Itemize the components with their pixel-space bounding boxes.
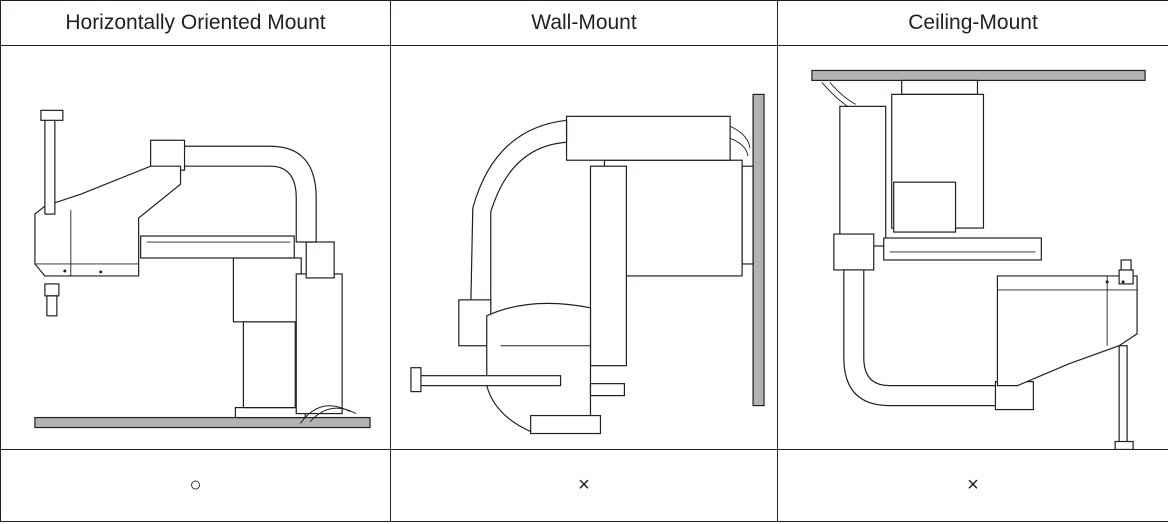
ceiling-mount-cell	[777, 45, 1168, 450]
wall-mount-support-mark: ×	[390, 449, 778, 522]
horizontal-mount-cell	[0, 45, 391, 450]
horizontal-mount-robot-illustration	[34, 109, 371, 429]
floor-plate	[34, 416, 371, 429]
header-row: Horizontally Oriented Mount Wall-Mount C…	[0, 0, 1168, 46]
header-wall-mount: Wall-Mount	[390, 0, 778, 46]
horizontal-mount-support-mark: ○	[0, 449, 391, 522]
header-ceiling-mount: Ceiling-Mount	[777, 0, 1168, 46]
wall-mount-robot-illustration	[410, 93, 765, 435]
ceiling-mount-robot-illustration	[811, 69, 1146, 449]
ceiling-plate	[811, 69, 1146, 82]
ceiling-mount-support-mark: ×	[777, 449, 1168, 522]
wall-plate	[752, 93, 765, 407]
illustration-row	[0, 45, 1168, 450]
header-horizontal-mount: Horizontally Oriented Mount	[0, 0, 391, 46]
result-row: ○ × ×	[0, 449, 1168, 522]
wall-mount-cell	[390, 45, 778, 450]
